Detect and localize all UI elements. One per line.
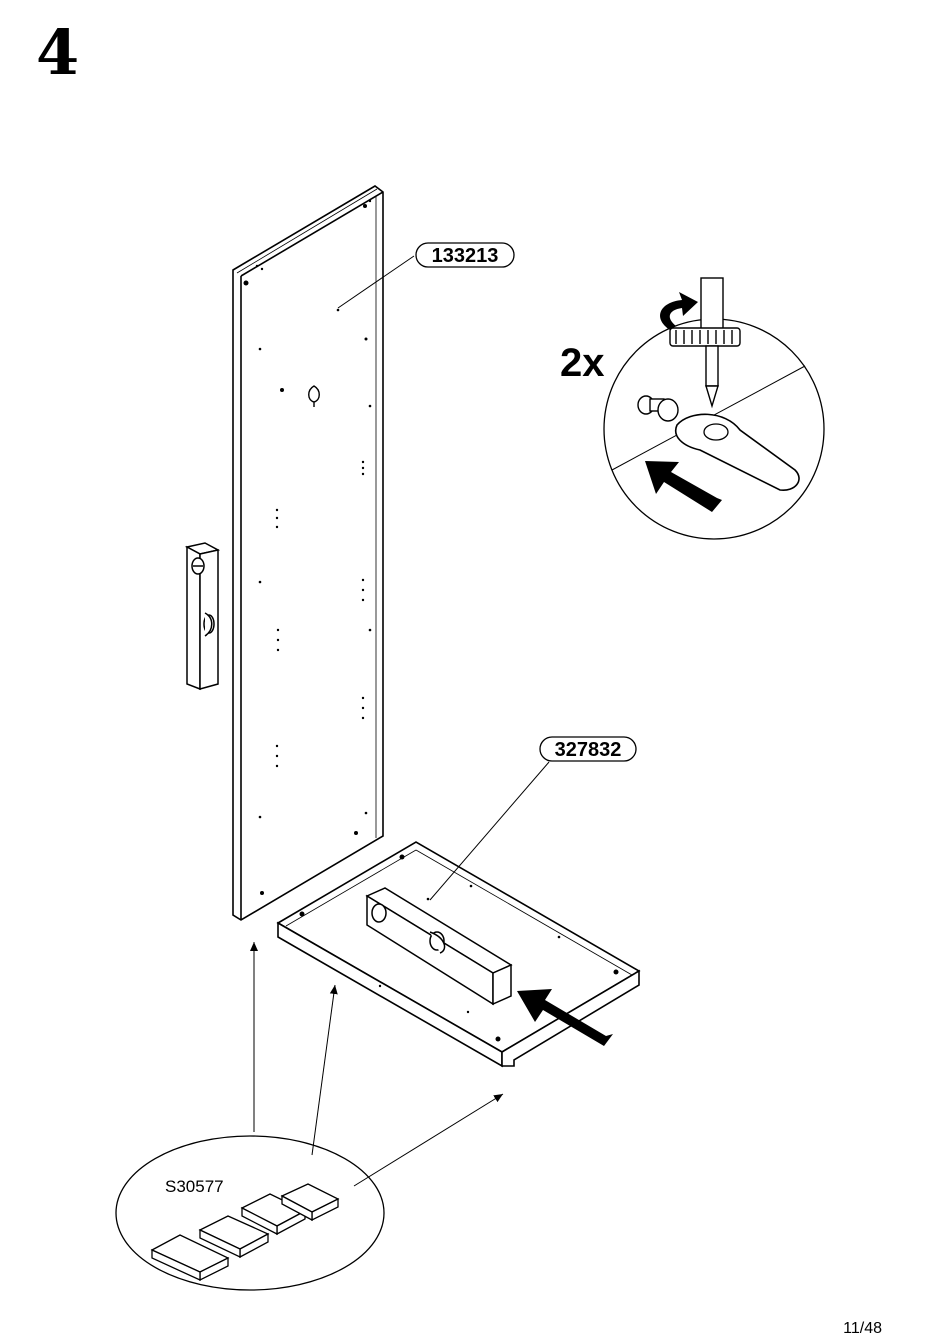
- page-number: 11/48: [843, 1320, 882, 1338]
- quantity-label: 2x: [560, 341, 605, 385]
- cam-lock-slot: [704, 424, 728, 440]
- plinth-block-side: [187, 543, 218, 689]
- side-panel-part-number: 133213: [432, 245, 499, 267]
- side-panel: [233, 186, 383, 920]
- hardware-code: S30577: [165, 1177, 224, 1196]
- bottom-panel-part-number: 327832: [555, 739, 622, 761]
